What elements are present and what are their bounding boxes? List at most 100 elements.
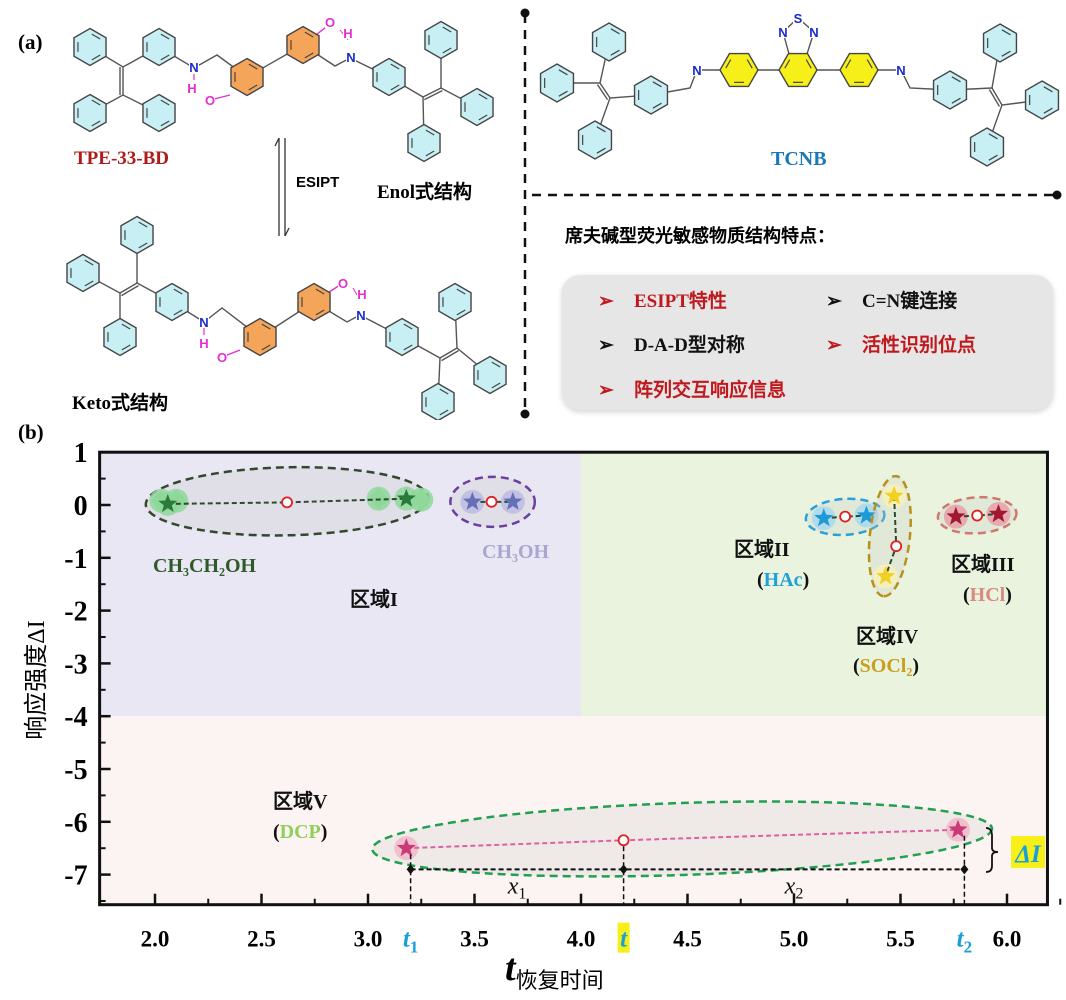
ring-double-bond (91, 33, 101, 40)
ring-double-bond (652, 81, 662, 88)
ring-double-bond (160, 120, 170, 127)
atom-label-H: H (199, 336, 208, 351)
diamond-marker (411, 488, 432, 511)
arrow-head (274, 137, 280, 147)
point-halo (986, 501, 1011, 526)
analyte-group (371, 800, 994, 878)
ring-double-bond (315, 288, 325, 295)
region-label: 区域III (951, 552, 1015, 576)
bond (596, 84, 609, 101)
atom-label-O: O (325, 15, 335, 30)
compound-name-tpe-33-bd: TPE-33-BD (74, 148, 169, 169)
ring-double-bond (442, 47, 452, 54)
connecting-line (406, 828, 959, 850)
ring-double-bond (439, 388, 449, 395)
paren: ) (803, 569, 810, 591)
subscript: 1 (410, 938, 419, 957)
center-marker (485, 495, 498, 508)
ring-double-bond (160, 99, 170, 106)
analyte-name: HCl (970, 584, 1006, 606)
feature-text: D-A-D型对称 (634, 335, 745, 356)
y-tick-label: 1 (74, 438, 88, 469)
analyte-label: (SOCl₂) (853, 655, 919, 677)
feature-text: C=N键连接 (862, 291, 958, 312)
y-tick-label: 0 (74, 491, 88, 522)
ring-double-bond (91, 54, 101, 61)
star-marker (884, 486, 904, 505)
benzene-ring (286, 25, 320, 65)
point-halo (149, 488, 174, 513)
paren: ( (273, 821, 280, 843)
ring-double-bond (138, 242, 148, 249)
atom-label-H: H (357, 287, 366, 302)
center-marker (839, 510, 852, 523)
point-halo (811, 506, 836, 531)
group-ellipse (867, 474, 912, 598)
star-marker (876, 566, 896, 585)
ring-double-bond (261, 323, 271, 330)
benzene-ring (120, 215, 154, 255)
y-tick-label: -7 (64, 861, 87, 892)
ring-double-bond (456, 309, 466, 316)
x-tick-label: 2.5 (247, 927, 276, 952)
analyte-label: (HAc) (757, 569, 809, 591)
bond (599, 82, 611, 99)
ring-double-bond (558, 90, 568, 97)
ring-double-bond (91, 120, 101, 127)
atom-bg (325, 14, 335, 28)
benzene-ring (407, 123, 441, 163)
analyte-label: CH₃CH₂OH (153, 555, 257, 577)
subscript: 1 (518, 885, 526, 902)
ring-double-bond (951, 76, 961, 83)
analyte-label: (HCl) (963, 584, 1012, 606)
bullet-arrow-icon: ➢ (598, 380, 614, 401)
analyte-name: DCP (280, 821, 321, 843)
ring-double-bond (173, 288, 183, 295)
analyte-group (804, 497, 886, 537)
ring-double-bond (403, 344, 413, 351)
ring-double-bond (478, 93, 488, 100)
ring-double-bond (390, 63, 400, 70)
atom-label-O: O (217, 350, 227, 365)
star-marker (989, 504, 1008, 523)
paren: ( (963, 584, 970, 606)
atom-bg (205, 92, 215, 106)
benzene-ring (460, 87, 494, 127)
atom-label-O: O (205, 93, 215, 108)
paren: ) (1005, 584, 1012, 606)
ring-double-bond (610, 49, 620, 56)
interval-node (406, 864, 415, 875)
ring-double-bond (866, 59, 873, 69)
x-tick-label: 5.5 (886, 927, 915, 952)
star-marker (814, 508, 834, 527)
point-halo (460, 489, 485, 514)
panel-b-label: (b) (18, 420, 44, 444)
y-tick-label: -4 (64, 702, 87, 733)
compound-name-tcnb: TCNB (771, 148, 827, 170)
ring-double-bond (491, 361, 501, 368)
atom-bg (896, 62, 906, 76)
ring-double-bond (439, 409, 449, 416)
star-marker (396, 488, 416, 507)
benzene-ring (591, 22, 627, 62)
atom-label-H: H (343, 26, 352, 41)
point-halo (882, 484, 907, 509)
x-axis-title-suffix: 恢复时间 (516, 968, 604, 993)
diamond-marker (368, 487, 389, 510)
benzene-ring (372, 57, 406, 97)
ring-double-bond (315, 309, 325, 316)
benzene-ring (969, 127, 1005, 167)
bond (441, 349, 459, 362)
atom-label-N: N (692, 63, 701, 78)
atom-bg (778, 24, 788, 38)
interval-label: x1 (507, 873, 527, 902)
ring-double-bond (596, 147, 606, 154)
interval-node (619, 864, 628, 875)
region-background (99, 716, 1048, 905)
ring-double-bond (988, 133, 998, 140)
benzene-ring (982, 23, 1018, 63)
group-ellipse (371, 800, 994, 878)
paren: ) (912, 655, 919, 677)
